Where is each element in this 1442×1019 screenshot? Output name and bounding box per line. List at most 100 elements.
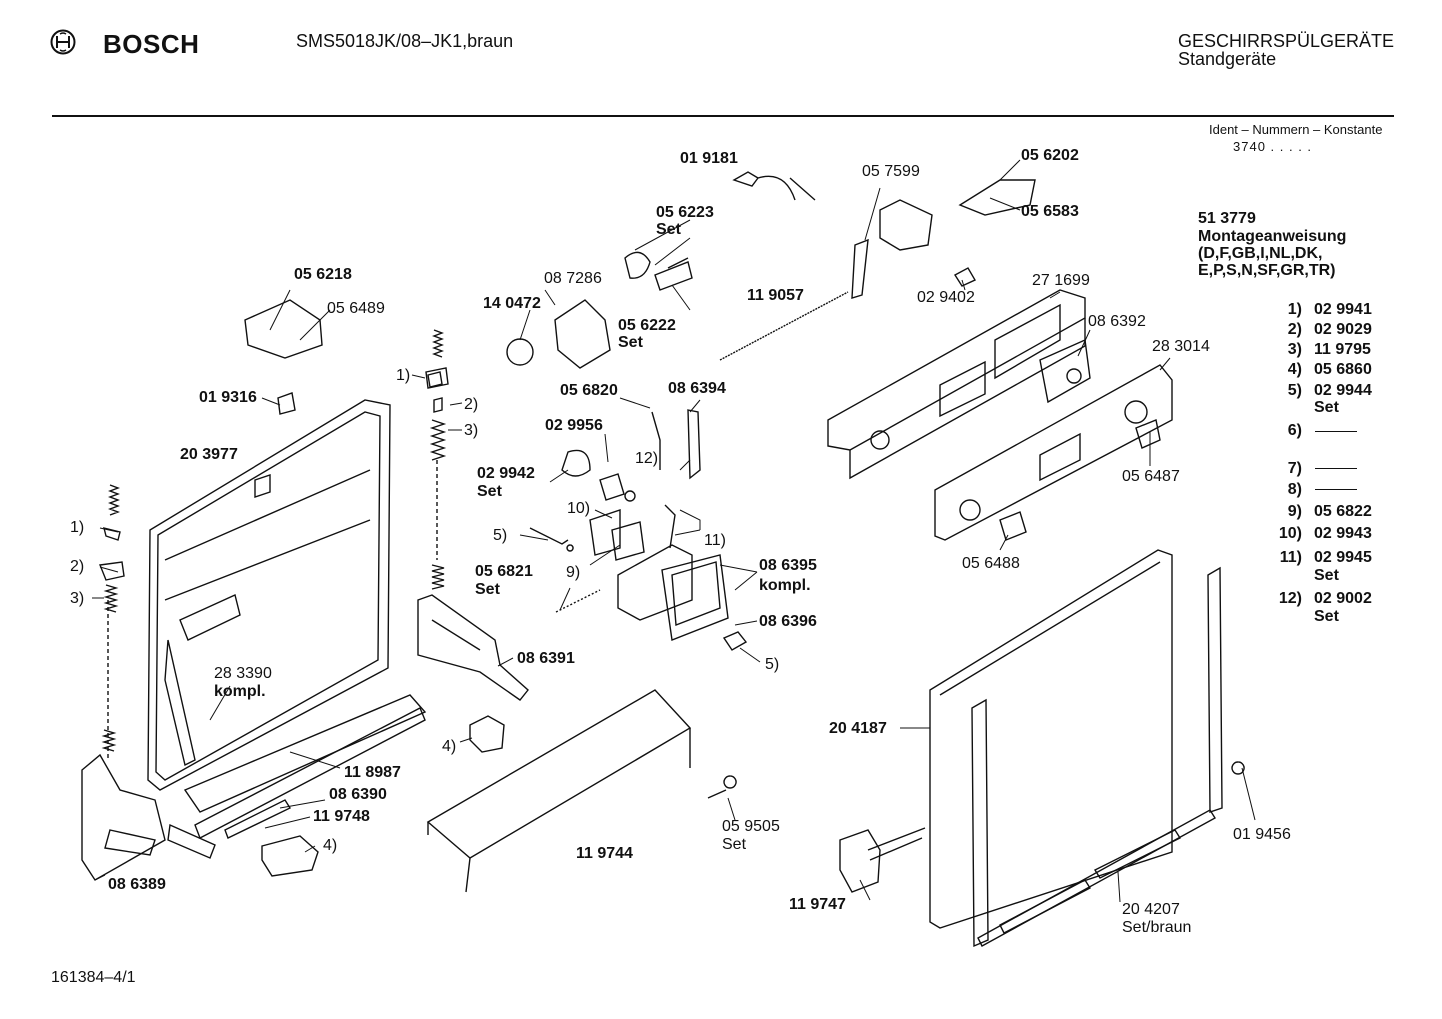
part-label: 05 6488 [962, 555, 1020, 572]
part-label: 05 6218 [294, 266, 352, 283]
part-label: 02 9942 [477, 465, 535, 482]
callout-label: 4) [323, 837, 338, 854]
bosch-logo-icon [50, 29, 76, 55]
outer-door-panel-part [929, 549, 1173, 929]
legend-value: 02 9029 [1314, 321, 1372, 338]
legend-note: Set [1314, 399, 1339, 416]
foot-block-part [261, 715, 505, 877]
manual-title: Montageanweisung [1198, 228, 1347, 245]
legend-empty-dash [1315, 468, 1357, 469]
callout-label: 11) [704, 532, 726, 549]
legend-key: 12) [1278, 590, 1302, 607]
part-label: 08 6395 [759, 557, 817, 574]
part-label: 27 1699 [1032, 272, 1090, 289]
side-clip-part [839, 827, 926, 893]
part-label: 08 6389 [108, 876, 166, 893]
callout-label: 5) [765, 656, 780, 673]
part-label: 05 6223 [656, 204, 714, 221]
header-rule [52, 115, 1394, 117]
control-panel-part [827, 289, 1091, 480]
part-label: 01 9181 [680, 150, 738, 167]
legend-value: 02 9943 [1314, 525, 1372, 542]
part-label: kompl. [214, 683, 266, 700]
part-label: 08 6394 [668, 380, 726, 397]
part-label: Set [722, 836, 747, 853]
callout-label: 4) [442, 738, 457, 755]
callout-label: 2) [464, 396, 479, 413]
legend-note: Set [1314, 567, 1339, 584]
part-label: 05 9505 [722, 818, 780, 835]
callout-label: 3) [70, 590, 85, 607]
legend-key: 5) [1287, 382, 1302, 399]
manual-languages-1: (D,F,GB,I,NL,DK, [1198, 245, 1323, 262]
part-label: 14 0472 [483, 295, 541, 312]
part-label: 05 6489 [327, 300, 385, 317]
part-label: 08 6390 [329, 786, 387, 803]
part-label: kompl. [759, 577, 811, 594]
brand-name: BOSCH [103, 29, 200, 59]
plinth-rail-part [164, 639, 427, 839]
part-label: 05 6820 [560, 382, 618, 399]
legend-value: 02 9941 [1314, 301, 1372, 318]
door-lock-part [589, 409, 729, 641]
legend-empty-dash [1315, 489, 1357, 490]
part-label: 05 7599 [862, 163, 920, 180]
part-label: 11 9748 [313, 808, 370, 825]
part-label: 20 4207 [1122, 901, 1180, 918]
part-label: 08 6396 [759, 613, 817, 630]
ident-value: 3740 . . . . . [1233, 139, 1313, 154]
legend-value: 02 9945 [1314, 549, 1372, 566]
legend-value: 02 9002 [1314, 590, 1372, 607]
leader-lines [92, 159, 1256, 903]
spring-icon [99, 484, 125, 752]
legend-key: 7) [1287, 460, 1302, 477]
bracket-part [417, 594, 529, 701]
manual-number: 51 3779 [1198, 210, 1256, 227]
part-label: 05 6202 [1021, 147, 1079, 164]
callout-label: 1) [396, 367, 411, 384]
callout-label: 3) [464, 422, 479, 439]
legend-key: 10) [1278, 525, 1302, 542]
part-label: 08 7286 [544, 270, 602, 287]
part-label: 05 6583 [1021, 203, 1079, 220]
callout-label: 2) [70, 558, 85, 575]
callout-label: 5) [493, 527, 508, 544]
part-label: 01 9316 [199, 389, 257, 406]
part-label: Set [618, 334, 643, 351]
part-label: Set/braun [1122, 919, 1192, 936]
legend-value: 05 6860 [1314, 361, 1372, 378]
legend-value: 05 6822 [1314, 503, 1372, 520]
legend-key: 9) [1287, 503, 1302, 520]
part-label: 05 6222 [618, 317, 676, 334]
part-label: 02 9402 [917, 289, 975, 306]
part-label: 02 9956 [545, 417, 603, 434]
front-panel-part [934, 364, 1173, 541]
part-label: 08 6391 [517, 650, 575, 667]
part-label: 20 4187 [829, 720, 887, 737]
part-label: 05 6821 [475, 563, 533, 580]
callout-label: 10) [567, 500, 591, 517]
document-number: 161384–4/1 [51, 969, 136, 986]
legend-key: 8) [1287, 481, 1302, 498]
part-label: Set [477, 483, 502, 500]
part-label: 28 3014 [1152, 338, 1210, 355]
part-label: 11 9747 [789, 896, 846, 913]
legend-key: 1) [1287, 301, 1302, 318]
legend-key: 6) [1287, 422, 1302, 439]
part-label: 11 9744 [576, 845, 633, 862]
part-label: 20 3977 [180, 446, 238, 463]
door-frame-part [147, 399, 391, 791]
legend-key: 11) [1279, 549, 1302, 566]
legend-key: 4) [1287, 361, 1302, 378]
legend-key: 2) [1287, 321, 1302, 338]
legend-empty-dash [1315, 431, 1357, 432]
legend-value: 02 9944 [1314, 382, 1372, 399]
part-label: 11 9057 [747, 287, 804, 304]
callout-label: 12) [635, 450, 659, 467]
part-label: 01 9456 [1233, 826, 1291, 843]
frame-strip-part [971, 566, 1223, 948]
part-label: 11 8987 [344, 764, 401, 781]
category-subtitle: Standgeräte [1178, 49, 1277, 69]
part-label: 08 6392 [1088, 313, 1146, 330]
